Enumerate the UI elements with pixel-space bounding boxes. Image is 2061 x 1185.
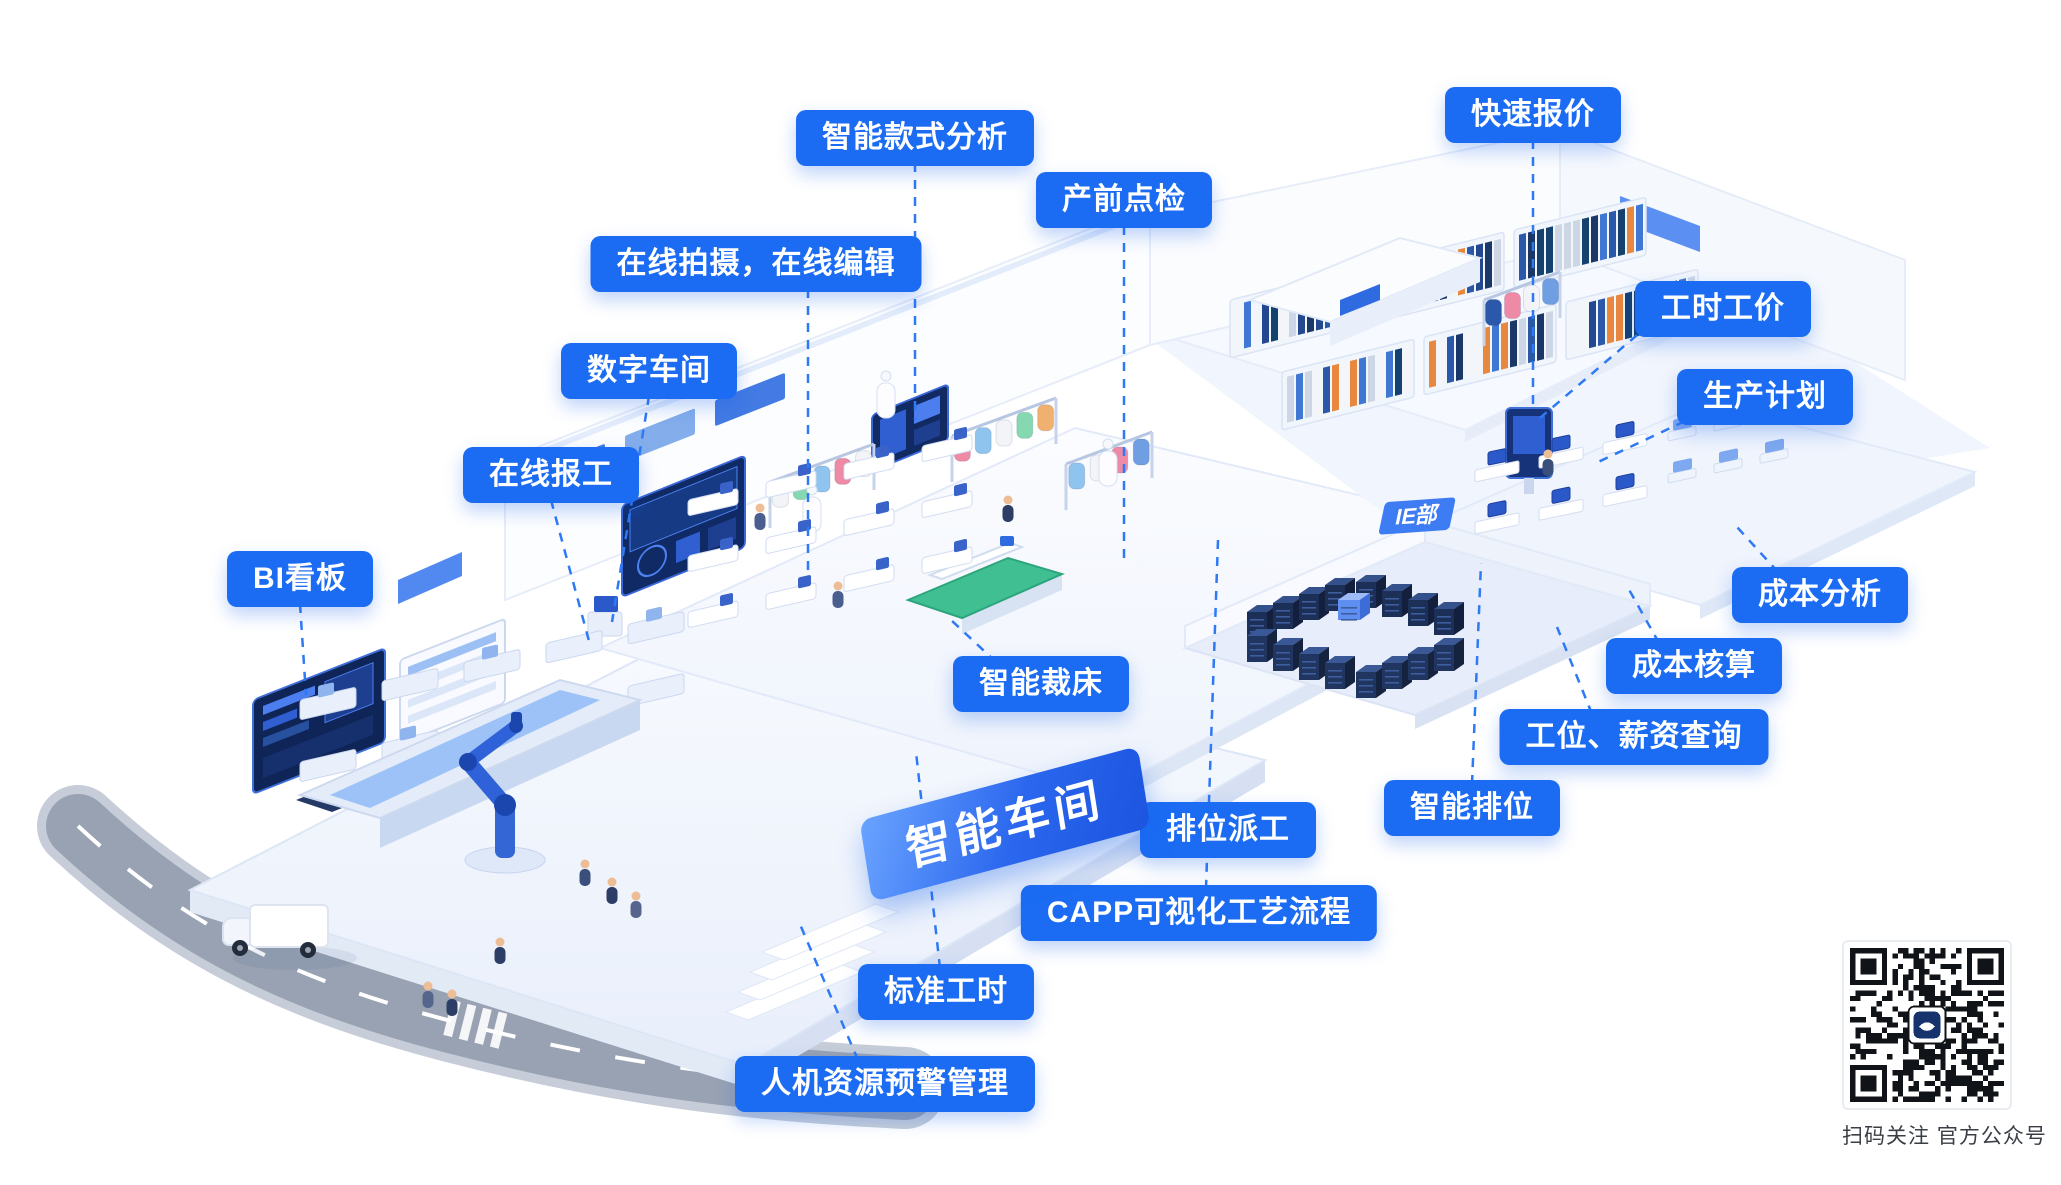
leader-line — [549, 499, 591, 642]
cnc-conveyor — [297, 678, 644, 848]
callout-cost-accounting: 成本核算 — [1606, 638, 1782, 694]
sewing-stations — [687, 426, 973, 628]
qr-caption: 扫码关注 官方公众号 — [1842, 1125, 2047, 1148]
leader-line — [1470, 562, 1483, 785]
callout-production-plan: 生产计划 — [1677, 369, 1853, 425]
callout-capp-process-flow: CAPP可视化工艺流程 — [1020, 885, 1378, 941]
qr-code — [1842, 940, 2012, 1110]
callout-quick-quotation: 快速报价 — [1445, 87, 1621, 143]
callout-bi-dashboard: BI看板 — [227, 551, 373, 607]
callout-man-machine-resource-warning: 人机资源预警管理 — [735, 1056, 1035, 1112]
callout-cost-analysis: 成本分析 — [1732, 567, 1908, 623]
digital-workshop-screen — [621, 455, 746, 597]
callout-preproduction-check: 产前点检 — [1036, 172, 1212, 228]
callout-smart-style-analysis: 智能款式分析 — [796, 110, 1034, 166]
callout-labor-hour-rate: 工时工价 — [1635, 281, 1811, 337]
callout-online-shooting-editing: 在线拍摄，在线编辑 — [590, 236, 922, 292]
workers — [422, 449, 1554, 1016]
leader-line — [1539, 323, 1651, 419]
callout-smart-sequencing: 智能排位 — [1384, 780, 1560, 836]
qr-section: 扫码关注 官方公众号 — [1842, 940, 2047, 1150]
server-racks — [1247, 575, 1464, 698]
leader-line — [1555, 626, 1594, 715]
quilting-machine — [1246, 236, 1484, 346]
leader-line — [950, 619, 997, 663]
leader-line — [797, 921, 860, 1061]
callout-standard-labor-hours: 标准工时 — [858, 964, 1034, 1020]
callout-online-reporting: 在线报工 — [463, 447, 639, 503]
leader-line — [1625, 585, 1661, 644]
ie-department-tag: IE部 — [1378, 497, 1456, 535]
callout-sequencing-dispatch: 排位派工 — [1140, 802, 1316, 858]
robot-arm — [459, 712, 546, 874]
callout-station-salary-query: 工位、薪资查询 — [1499, 709, 1769, 765]
delivery-truck — [222, 904, 357, 970]
leader-line — [1736, 526, 1779, 573]
wall-accent — [398, 552, 462, 604]
smart-cutting-bed — [905, 536, 1065, 634]
callout-smart-cutting-bed: 智能裁床 — [953, 656, 1129, 712]
callout-digital-workshop: 数字车间 — [561, 343, 737, 399]
leader-line — [610, 395, 651, 623]
leader-line — [298, 603, 308, 696]
